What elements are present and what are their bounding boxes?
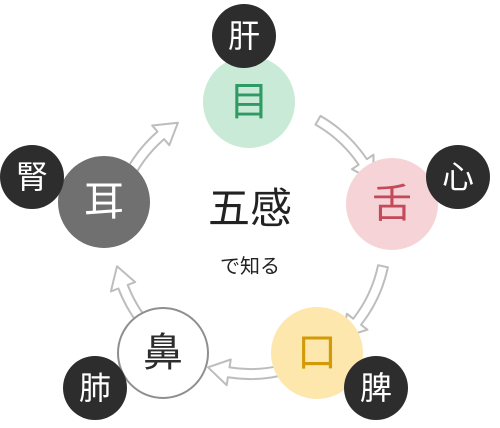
organ-spleen-node: 脾 (344, 356, 408, 420)
organ-lung-label: 肺 (78, 369, 111, 407)
organ-kidney-node: 腎 (0, 145, 64, 209)
organ-kidney-label: 腎 (15, 158, 48, 196)
sense-mouth-label: 口 (297, 330, 337, 376)
sense-tongue-label: 舌 (372, 181, 412, 227)
organ-heart-label: 心 (441, 158, 474, 196)
organ-heart-node: 心 (426, 145, 490, 209)
organ-liver-node: 肝 (212, 4, 276, 68)
sense-ear-node: 耳 (58, 156, 150, 248)
sense-nose-label: 鼻 (143, 330, 183, 376)
sense-eye-label: 目 (229, 79, 269, 125)
sense-tongue-node: 舌 (346, 158, 438, 250)
sense-nose-node: 鼻 (117, 307, 209, 399)
organ-spleen-label: 脾 (359, 369, 392, 407)
organ-liver-label: 肝 (227, 17, 260, 55)
sense-eye-node: 目 (203, 56, 295, 148)
sense-ear-label: 耳 (84, 179, 124, 225)
center-title: 五感 (207, 184, 292, 233)
center-subtitle: で知る (220, 254, 280, 278)
organ-lung-node: 肺 (63, 356, 127, 420)
